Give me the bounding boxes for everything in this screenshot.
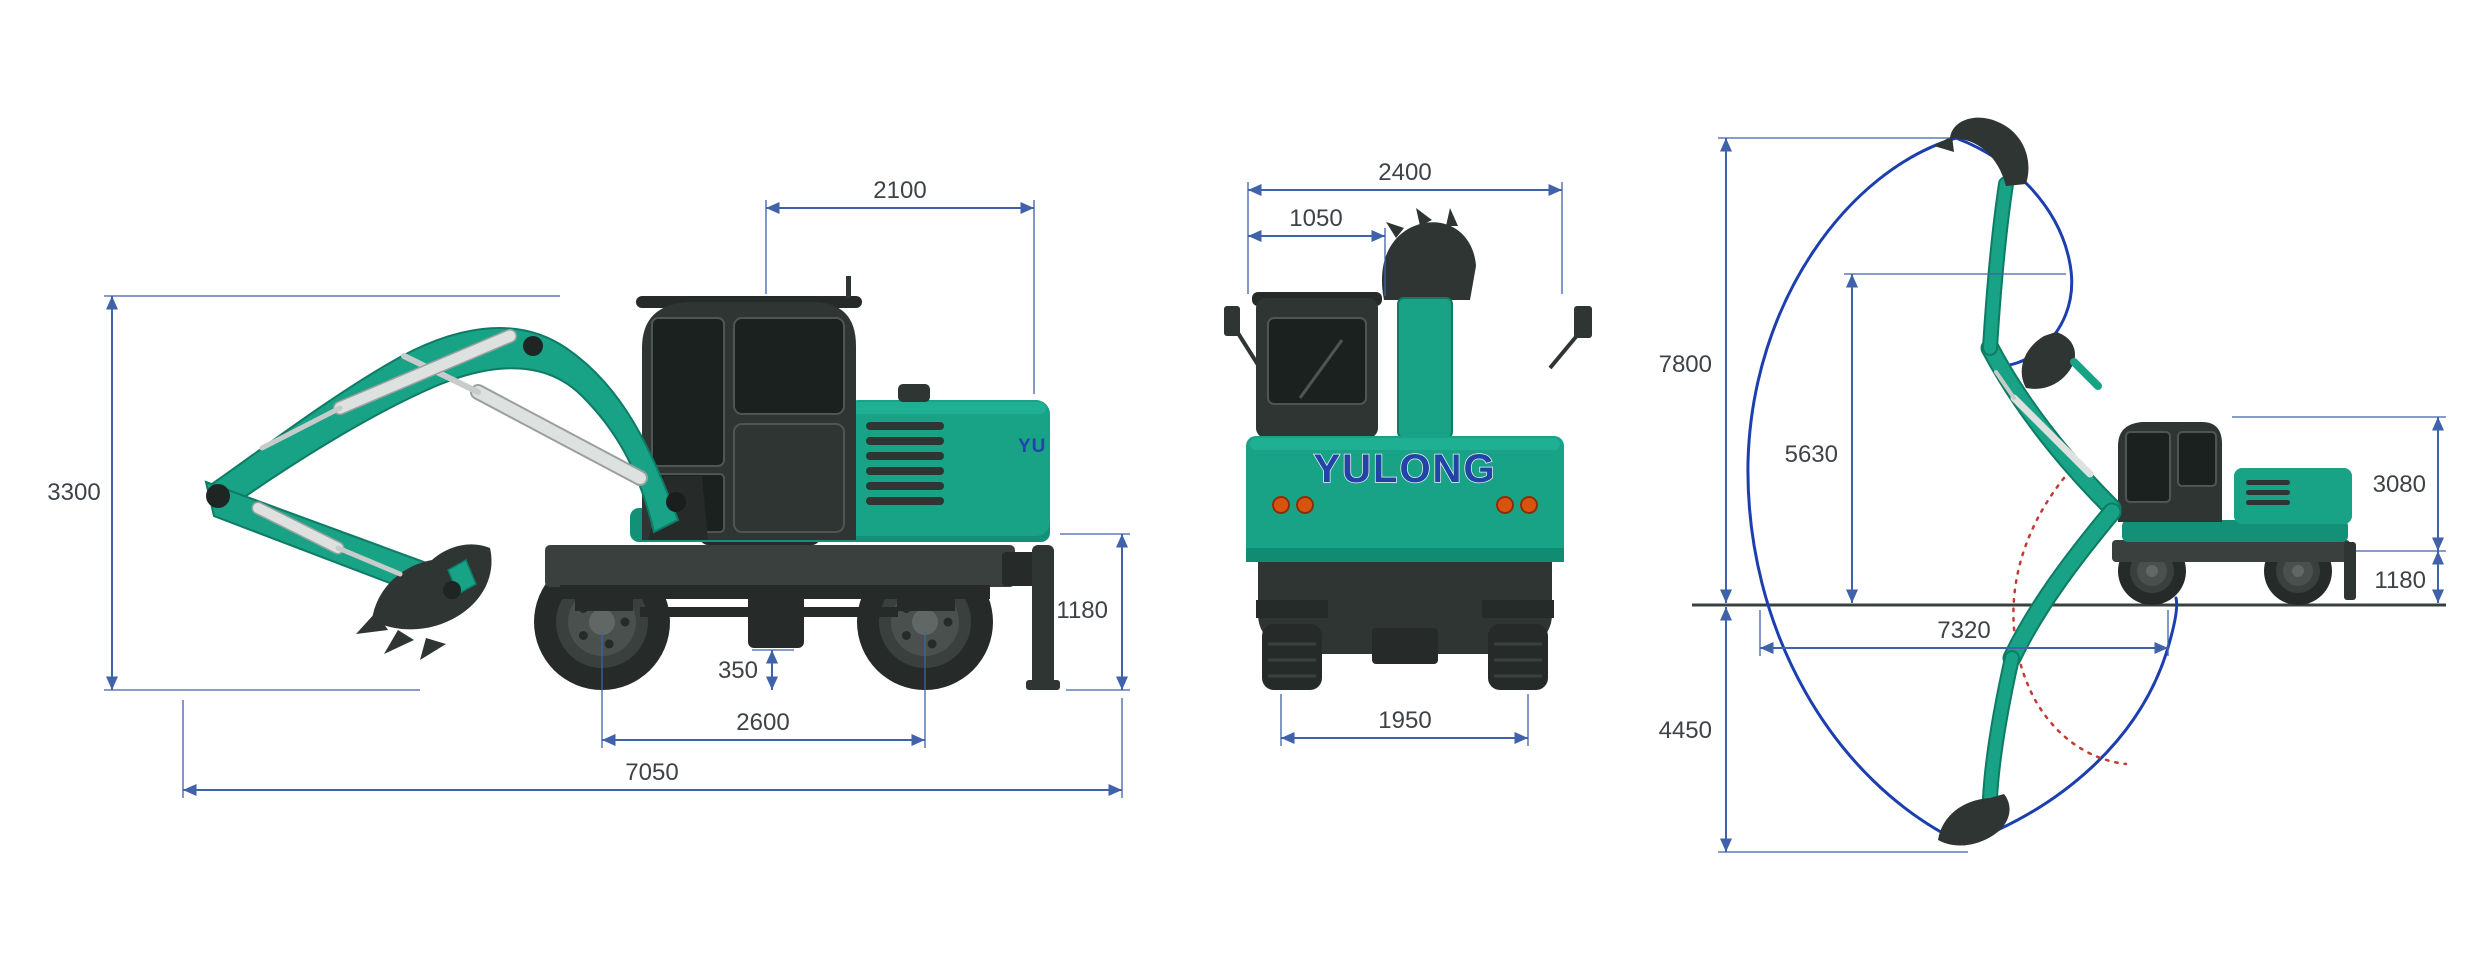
rear-axle: [1372, 628, 1438, 664]
range-chassis: [2112, 540, 2350, 562]
rear-view: YULONG: [1224, 159, 1592, 746]
dim-label-1180-range: 1180: [2374, 567, 2426, 594]
side-view: YU: [47, 177, 1130, 798]
dim-upper-height: 3080: [2232, 416, 2446, 552]
dim-ground-clearance: 350: [718, 649, 794, 690]
rear-body: [1246, 436, 1564, 562]
dim-label-2100: 2100: [873, 177, 926, 204]
rear-boom: [1397, 297, 1453, 439]
rear-left-wheel: [1262, 624, 1322, 690]
dim-chassis-height-range: 1180: [2374, 551, 2444, 603]
dim-max-height: 7800: [1659, 137, 1950, 603]
rear-right-wheel: [1488, 624, 1548, 690]
range-arm-lowered: [1938, 502, 2122, 846]
dim-label-1050: 1050: [1289, 205, 1342, 232]
working-envelope-bottom: [1962, 596, 2179, 846]
rear-dimensions: 2400 1050 1950: [1247, 159, 1563, 746]
side-machine: YU: [204, 276, 1060, 690]
range-bucket-bottom: [1938, 794, 2010, 846]
range-bucket-mid: [2021, 332, 2076, 389]
rear-machine: YULONG: [1224, 208, 1592, 690]
side-windshield: [651, 317, 725, 467]
rear-undercarriage: [1258, 562, 1552, 654]
dim-max-depth: 4450: [1659, 607, 1968, 853]
side-elbow-pivot: [206, 484, 230, 508]
side-chassis-frame: [545, 545, 1015, 587]
right-mirror: [1574, 306, 1592, 338]
dim-label-3080: 3080: [2373, 471, 2426, 498]
dim-label-2400: 2400: [1378, 159, 1431, 186]
dim-label-7050: 7050: [625, 759, 678, 786]
side-boom-cylinder: [401, 353, 648, 486]
rear-bucket: [1381, 222, 1476, 300]
range-dimensions: 7800 5630 4450 7320 30: [1659, 137, 2446, 853]
dim-label-7320: 7320: [1937, 617, 1990, 644]
dim-label-2600: 2600: [736, 709, 789, 736]
side-gearbox: [748, 592, 804, 648]
dim-label-4450: 4450: [1659, 717, 1712, 744]
rear-logo: YULONG: [1313, 447, 1496, 491]
range-stabilizer: [2344, 542, 2356, 600]
rear-lights: [1272, 496, 1538, 514]
dim-label-3300: 3300: [47, 479, 100, 506]
side-cab-window: [733, 317, 845, 415]
working-envelope-outer: [1746, 136, 1966, 846]
dim-overall-length: 7050: [182, 698, 1123, 798]
dim-overall-width: 2400: [1247, 159, 1563, 294]
dim-wheelbase: 2600: [601, 632, 926, 748]
side-dimensions: 2100 3300 1180 350: [47, 177, 1130, 798]
side-grille: [866, 422, 944, 505]
side-exhaust: [898, 384, 930, 402]
range-hood: [2234, 468, 2352, 524]
side-boom-foot-pivot: [666, 492, 686, 512]
dim-upper-length: 2100: [765, 177, 1035, 394]
range-machine: [2104, 422, 2356, 605]
side-boom-pivot: [523, 336, 543, 356]
side-cab-door: [733, 423, 845, 533]
left-mirror: [1224, 306, 1240, 336]
working-range-view: 7800 5630 4450 7320 30: [1659, 117, 2446, 853]
dim-cab-width: 1050: [1248, 205, 1386, 296]
side-stick-cylinder: [259, 329, 517, 451]
range-deck: [2122, 520, 2348, 542]
dim-dump-height: 5630: [1785, 273, 2066, 603]
dim-label-1950: 1950: [1378, 707, 1431, 734]
dim-max-reach: 7320: [1759, 610, 2169, 656]
side-bucket-cylinder: [251, 501, 403, 577]
range-arm-raised: [1934, 117, 2122, 518]
range-bucket-top: [1950, 117, 2029, 186]
dim-label-5630: 5630: [1785, 441, 1838, 468]
dim-label-1180-side: 1180: [1056, 597, 1108, 624]
dim-overall-height: 3300: [47, 295, 560, 691]
dim-chassis-height: 1180: [1056, 533, 1130, 691]
right-mirror-arm: [1548, 330, 1582, 370]
dim-label-350: 350: [718, 657, 758, 684]
dim-label-7800: 7800: [1659, 351, 1712, 378]
rear-wiper: [1298, 339, 1344, 399]
rear-window: [1267, 317, 1367, 405]
dim-track-width: 1950: [1280, 694, 1529, 746]
bucket-trace-arc: [2012, 476, 2128, 766]
side-bucket-pivot: [443, 581, 461, 599]
side-logo-fragment: YU: [1018, 436, 1046, 457]
side-stabilizer-blade: [1032, 545, 1054, 687]
